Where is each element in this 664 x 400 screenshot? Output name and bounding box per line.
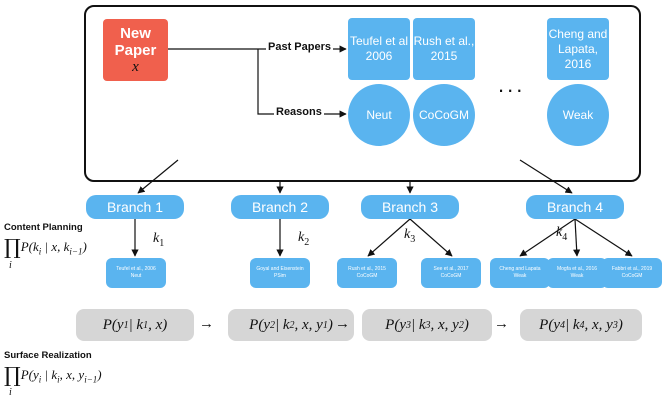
- new-paper-line2: Paper: [114, 41, 157, 59]
- arrow-branch4-leaf-c: [574, 218, 633, 257]
- past-paper-3-l2: Lapata,: [557, 41, 599, 56]
- ellipsis: ...: [498, 72, 526, 97]
- past-paper-3-l1: Cheng and: [548, 26, 608, 41]
- new-paper-var: x: [132, 58, 139, 75]
- arrow-branch3-leaf-b: [409, 218, 453, 257]
- arrow-branch4-leaf-a: [519, 218, 576, 257]
- new-paper-line1: New: [120, 24, 151, 42]
- branch-2: Branch 2: [231, 195, 329, 219]
- past-papers-label: Past Papers: [266, 41, 333, 53]
- seq-arrow-1: →: [199, 315, 214, 332]
- surface-realization-index: i: [9, 387, 12, 398]
- reason-cocogm: CoCoGM: [413, 84, 475, 146]
- reason-neut: Neut: [348, 84, 410, 146]
- content-planning-index: i: [9, 260, 12, 271]
- branch-3: Branch 3: [361, 195, 459, 219]
- past-paper-1-l2: 2006: [365, 49, 393, 63]
- branch-1: Branch 1: [86, 195, 184, 219]
- k-label-3: k3: [404, 227, 416, 245]
- arrow-branch4-leaf-b: [573, 218, 581, 257]
- arrow-branch3-leaf-a: [367, 218, 411, 257]
- content-planning-title: Content Planning: [4, 222, 83, 233]
- reason-weak: Weak: [547, 84, 609, 146]
- new-paper-box: New Paper x: [103, 19, 168, 81]
- k-label-1: k1: [153, 231, 165, 249]
- arrow-frame-branch4: [519, 159, 573, 194]
- past-paper-3-l3: 2016: [564, 56, 592, 71]
- past-paper-2-l2: 2015: [430, 49, 458, 63]
- past-paper-2: Rush et al.,2015: [413, 18, 475, 80]
- surface-realization-title: Surface Realization: [4, 350, 92, 361]
- seq-arrow-3: →: [494, 315, 509, 332]
- reasons-label: Reasons: [274, 106, 324, 118]
- branch-4: Branch 4: [526, 195, 624, 219]
- k-label-2: k2: [298, 230, 310, 248]
- input-frame: [84, 5, 641, 182]
- k-label-4: k4: [556, 225, 568, 243]
- past-paper-1-l1: Teufel et al: [349, 34, 409, 48]
- arrow-frame-branch1: [137, 159, 179, 194]
- seq-arrow-2: →: [335, 315, 350, 332]
- content-planning-formula: ∏P(ki | x, ki−1): [4, 235, 87, 259]
- surface-realization-formula: ∏P(yi | ki, x, yi−1): [4, 363, 102, 387]
- past-paper-2-l1: Rush et al.,: [413, 34, 475, 48]
